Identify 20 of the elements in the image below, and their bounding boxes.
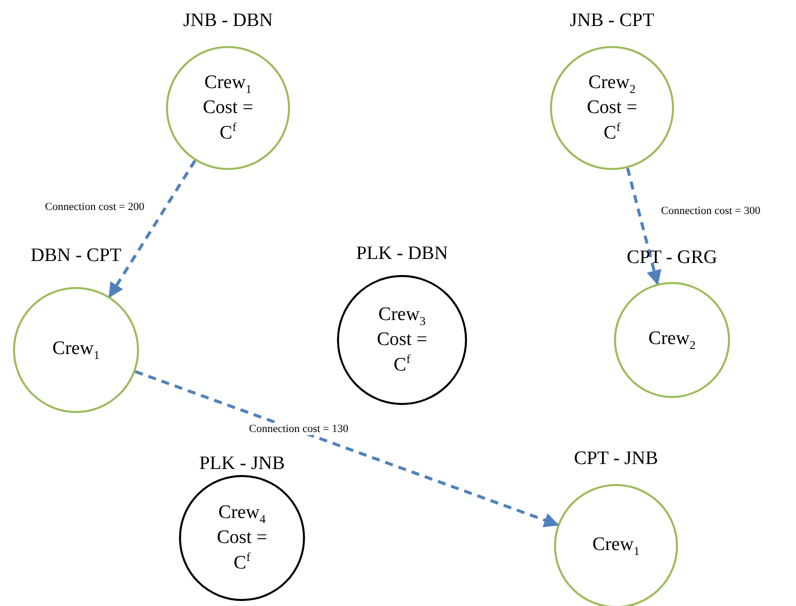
node-text: Crew$_{1}$: [51, 337, 101, 363]
edge-label: Connection cost = 300: [660, 205, 762, 217]
node-heading: PLK - JNB: [198, 453, 286, 475]
node-heading: CPT - JNB: [572, 448, 660, 470]
node-heading: JNB - DBN: [182, 10, 274, 32]
node-heading: PLK - DBN: [355, 243, 449, 265]
node-heading: CPT - GRG: [626, 247, 718, 269]
node-text: Crew$_{2}$: [647, 327, 697, 353]
node-text: Crew$_{3}$ Cost = C$^{f}$: [376, 302, 428, 378]
edge-label: Connection cost = 130: [248, 423, 350, 435]
edge-label: Connection cost = 200: [44, 201, 146, 213]
node-text: Crew$_{2}$ Cost = C$^{f}$: [586, 70, 638, 146]
node-text: Crew$_{4}$ Cost = C$^{f}$: [216, 500, 268, 576]
node-heading: JNB - CPT: [568, 10, 656, 32]
dashed-arrow: [626, 168, 662, 286]
dashed-arrow: [134, 370, 560, 528]
node-text: Crew$_{1}$ Cost = C$^{f}$: [202, 70, 254, 146]
node-text: Crew$_{1}$: [591, 533, 641, 559]
dashed-arrow: [108, 160, 196, 298]
node-heading: DBN - CPT: [30, 245, 122, 267]
